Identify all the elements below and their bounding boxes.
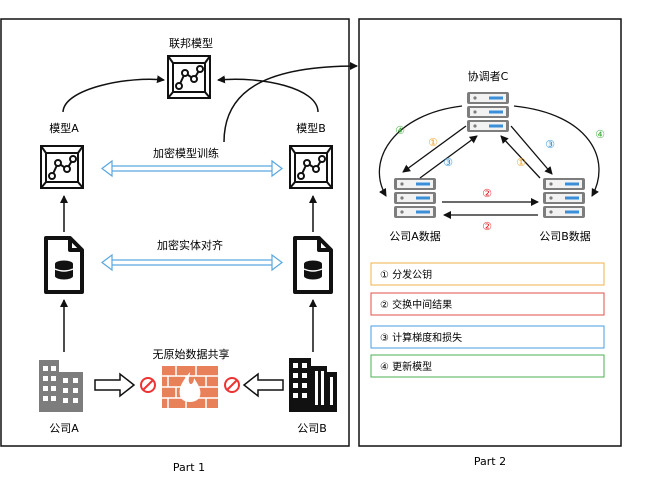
- step2-marker-top: ②: [482, 187, 492, 200]
- legend-step2-text: ② 交换中间结果: [380, 298, 452, 311]
- company-a-data-label: 公司A数据: [389, 229, 441, 243]
- model-a-label: 模型A: [49, 121, 79, 135]
- model-a-to-federated-arrow: [62, 75, 165, 113]
- federated-model-label: 联邦模型: [169, 36, 213, 50]
- no-raw-data-label: 无原始数据共享: [153, 347, 230, 361]
- coordinator-label: 协调者C: [468, 69, 509, 83]
- firewall-icon: [162, 366, 218, 408]
- legend-step1-text: ① 分发公钥: [380, 268, 432, 281]
- model-b-label: 模型B: [296, 121, 326, 135]
- step1-marker-left: ①: [428, 136, 438, 149]
- company-a-label: 公司A: [49, 422, 79, 435]
- company-b-data-file-icon: [293, 236, 333, 294]
- no-entry-icon-right: [224, 377, 240, 393]
- legend-step4-text: ④ 更新模型: [380, 360, 432, 373]
- legend-step1: ① 分发公钥: [370, 262, 605, 286]
- entity-alignment-double-arrow: [101, 253, 283, 272]
- federated-model-icon: [167, 55, 211, 99]
- step4-marker-left: ④: [395, 124, 405, 137]
- encrypted-training-label: 加密模型训练: [153, 146, 219, 160]
- coordinator-to-a-arrow: [402, 125, 467, 173]
- a-to-coordinator-arrow: [419, 135, 478, 179]
- step2-marker-bottom: ②: [482, 220, 492, 233]
- company-b-hollow-arrow: [242, 372, 284, 398]
- legend-step2: ② 交换中间结果: [370, 292, 605, 316]
- company-b-building-icon: [289, 358, 337, 412]
- coordinator-to-a-outer-arrow: [378, 105, 463, 197]
- step1-marker-right: ①: [516, 156, 526, 169]
- company-b-data-label: 公司B数据: [539, 229, 591, 243]
- step3-marker-left: ③: [443, 156, 453, 169]
- coordinator-to-b-outer-arrow: [513, 105, 600, 197]
- company-b-label: 公司B: [297, 422, 327, 435]
- coordinator-server-icon: [467, 92, 509, 132]
- legend-step3: ③ 计算梯度和损失: [370, 325, 605, 349]
- part2-caption: Part 2: [474, 455, 506, 468]
- legend-step4: ④ 更新模型: [370, 354, 605, 378]
- b-to-coordinator-arrow: [500, 135, 541, 179]
- no-entry-icon-left: [140, 377, 156, 393]
- company-a-hollow-arrow: [94, 372, 136, 398]
- to-part2-arrow: [223, 62, 358, 143]
- encrypted-training-double-arrow: [101, 159, 283, 178]
- company-a-server-icon: [394, 178, 436, 218]
- company-a-data-file-icon: [44, 236, 84, 294]
- part1-caption: Part 1: [173, 461, 205, 474]
- legend-step3-text: ③ 计算梯度和损失: [380, 331, 462, 344]
- step4-marker-right: ④: [595, 128, 605, 141]
- model-a-icon: [40, 145, 84, 189]
- model-b-icon: [289, 145, 333, 189]
- step3-marker-right: ③: [545, 138, 555, 151]
- company-b-server-icon: [543, 178, 585, 218]
- entity-alignment-label: 加密实体对齐: [157, 238, 223, 252]
- model-b-to-federated-arrow: [217, 75, 319, 113]
- coordinator-to-b-arrow: [510, 125, 553, 175]
- company-a-building-icon: [39, 360, 83, 412]
